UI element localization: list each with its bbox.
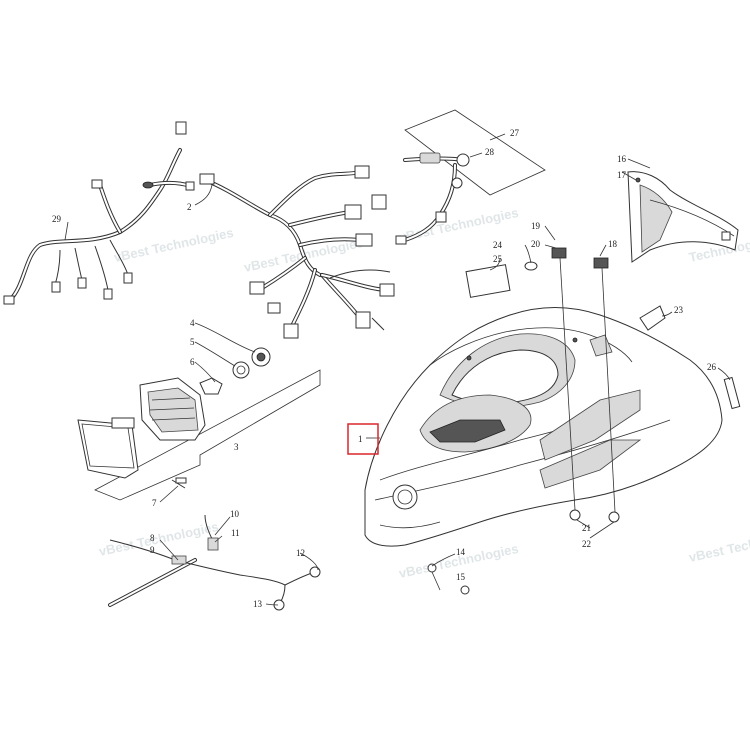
decal	[551, 247, 567, 259]
callout-21: 21	[582, 523, 591, 533]
cable-assembly	[108, 514, 321, 611]
screw	[608, 511, 620, 523]
emblem	[639, 305, 666, 331]
connector	[355, 233, 373, 247]
callout-14: 14	[456, 547, 466, 557]
callout-4: 4	[190, 318, 195, 328]
screw	[569, 509, 581, 521]
watermark-text: vBest Technologies	[398, 205, 520, 245]
inline-fuse	[419, 152, 441, 164]
highlighted-callout-box	[347, 423, 379, 455]
hood-shell	[364, 307, 723, 547]
trim-strip	[723, 376, 741, 410]
connector	[77, 277, 87, 289]
connector	[249, 281, 265, 295]
bulb-seal	[232, 361, 250, 379]
callout-15: 15	[456, 572, 466, 582]
callout-24: 24	[493, 240, 503, 250]
callout-29: 29	[52, 214, 62, 224]
connector	[51, 281, 61, 293]
callout-13: 13	[253, 599, 263, 609]
connector	[91, 179, 103, 189]
hood-vent	[392, 484, 418, 510]
grommet	[524, 261, 538, 271]
connector	[123, 272, 133, 284]
windshield	[627, 171, 739, 263]
watermark-text: vBest Technologies	[688, 525, 750, 565]
callout-7: 7	[152, 498, 157, 508]
clip	[721, 231, 731, 241]
connector	[267, 302, 281, 314]
callout-3: 3	[234, 442, 239, 452]
callout-9: 9	[150, 545, 155, 555]
connector	[379, 283, 395, 297]
connector	[175, 121, 187, 135]
callout-20: 20	[531, 239, 541, 249]
switch	[456, 153, 470, 167]
fastener	[460, 585, 470, 595]
connector	[185, 181, 195, 191]
callout-17: 17	[617, 170, 627, 180]
switch-harness	[395, 109, 546, 245]
group-bracket	[94, 369, 321, 501]
callout-19: 19	[531, 221, 541, 231]
callout-28: 28	[485, 147, 495, 157]
clip	[142, 181, 154, 189]
callout-16: 16	[617, 154, 627, 164]
watermark-text: vBest Technologies	[113, 225, 235, 265]
screw	[175, 477, 187, 484]
callout-11: 11	[231, 528, 240, 538]
connector	[371, 194, 387, 210]
callout-25: 25	[493, 254, 503, 264]
connector	[395, 235, 407, 245]
bracket	[111, 417, 135, 429]
hood-hardware	[427, 247, 741, 595]
cable-boot	[207, 537, 219, 551]
watermark-text: vBest Technologies	[98, 519, 220, 559]
callout-12: 12	[296, 548, 305, 558]
callout-numbers: 1 2 3 4 5 6 7 8 9 10 11 12 13 14 15 16 1…	[52, 128, 717, 609]
fastener	[427, 563, 437, 573]
callout-8: 8	[150, 533, 155, 543]
callout-27: 27	[510, 128, 520, 138]
callout-10: 10	[230, 509, 240, 519]
callout-18: 18	[608, 239, 618, 249]
label-sticker	[465, 264, 511, 298]
callout-6: 6	[190, 357, 195, 367]
connector	[103, 288, 113, 300]
callout-23: 23	[674, 305, 684, 315]
connector	[199, 173, 215, 185]
bulb	[199, 377, 223, 395]
connector	[283, 323, 299, 339]
leader-lines	[64, 133, 731, 606]
callout-5: 5	[190, 337, 195, 347]
switch-knob	[451, 177, 463, 189]
callout-2: 2	[187, 202, 192, 212]
group-bracket	[404, 109, 546, 196]
connector	[344, 204, 362, 220]
connector	[354, 165, 370, 179]
callout-26: 26	[707, 362, 717, 372]
decal	[593, 257, 609, 269]
connector	[355, 311, 371, 329]
cable-clamp	[171, 555, 187, 565]
callout-1: 1	[358, 434, 363, 444]
connector	[435, 211, 447, 223]
callout-22: 22	[582, 539, 591, 549]
headlight-assembly	[77, 347, 321, 501]
wiring-harness	[3, 121, 395, 339]
ferrule	[309, 566, 321, 578]
hood	[364, 307, 723, 547]
connector	[3, 295, 15, 305]
